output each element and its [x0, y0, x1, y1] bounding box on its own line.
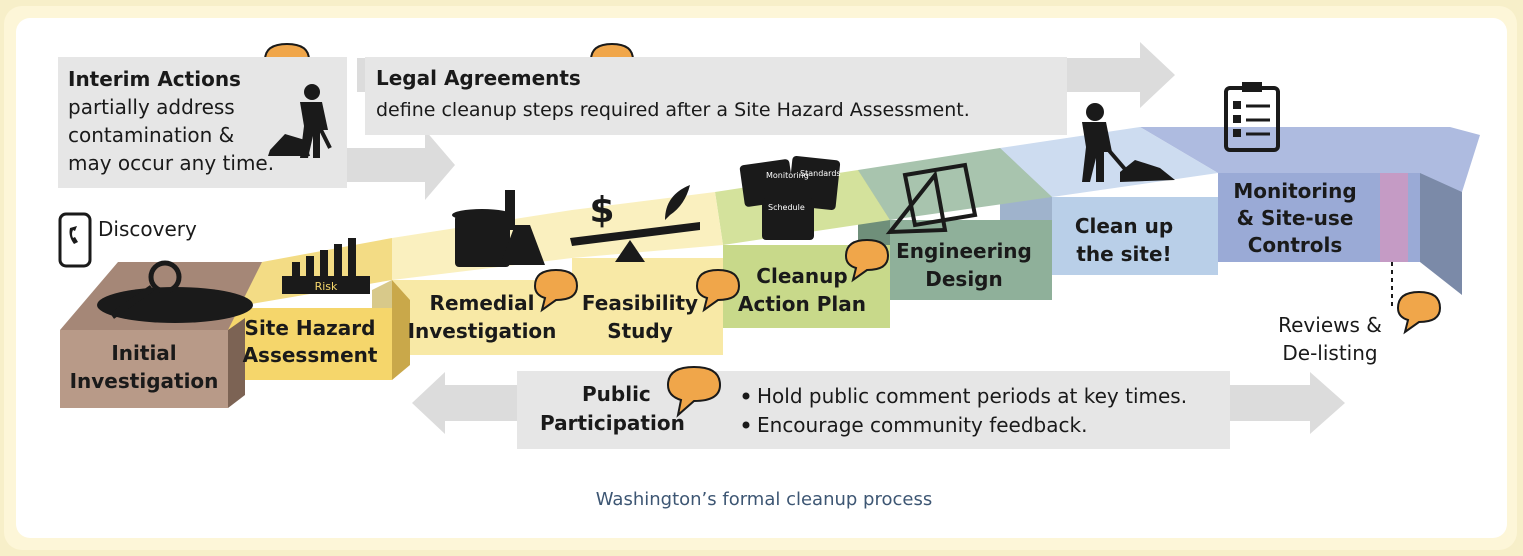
doc-label-schedule: Schedule — [768, 203, 805, 212]
engineering-label-2: Design — [925, 267, 1002, 291]
public-bullet-1: Hold public comment periods at key times… — [757, 384, 1187, 408]
monitoring-label-3: Controls — [1248, 233, 1343, 257]
step-engineering — [858, 148, 1052, 300]
doc-label-monitoring: Monitoring — [766, 171, 809, 180]
monitoring-label-2: & Site-use — [1237, 206, 1354, 230]
bullet-dot-2 — [742, 421, 750, 429]
reviews-label-2: De-listing — [1282, 341, 1377, 365]
phone-icon — [58, 212, 92, 268]
initial-label-2: Investigation — [70, 369, 219, 393]
interim-actions-box: Interim Actions partially address contam… — [58, 57, 347, 188]
reviews-speech-bubble-icon — [1396, 290, 1442, 335]
magnifier-icon — [97, 260, 253, 323]
cleanup-site-label-1: Clean up — [1075, 214, 1173, 238]
public-speech-bubble-icon — [666, 365, 722, 418]
legal-line: define cleanup steps required after a Si… — [376, 99, 970, 121]
remedial-label-2: Investigation — [408, 319, 557, 343]
feasibility-label-1: Feasibility — [582, 291, 698, 315]
monitoring-label-1: Monitoring — [1233, 179, 1356, 203]
balance-scale-icon: $ — [570, 185, 700, 262]
public-participation-box: Public Participation Hold public comment… — [517, 365, 1230, 449]
drafting-icon — [885, 162, 978, 235]
step-feasibility — [572, 192, 723, 355]
bullet-dot-1 — [742, 392, 750, 400]
risk-chart-icon: Risk — [282, 238, 370, 294]
remedial-speech-bubble-icon — [533, 268, 579, 313]
initial-label-1: Initial — [111, 341, 176, 365]
interim-title: Interim Actions — [68, 67, 241, 91]
public-bullet-2: Encourage community feedback. — [757, 413, 1087, 437]
documents-icon: Monitoring Standards Schedule — [739, 156, 841, 240]
interim-worker-icon — [268, 84, 332, 158]
interim-actions-arrow — [340, 130, 455, 200]
feasibility-label-2: Study — [607, 319, 673, 343]
discovery-label: Discovery — [98, 217, 197, 241]
site-hazard-label-1: Site Hazard — [245, 316, 376, 340]
reviews-label-1: Reviews & — [1278, 313, 1382, 337]
cleanup-site-label-2: the site! — [1076, 242, 1171, 266]
svg-text:$: $ — [589, 190, 614, 231]
doc-label-standards: Standards — [800, 169, 841, 178]
cleanup-plan-speech-bubble-icon — [844, 238, 890, 283]
site-hazard-label-2: Assessment — [243, 343, 378, 367]
interim-line-2: contamination & — [68, 123, 234, 147]
worker-shovel-icon — [1082, 103, 1175, 182]
discovery: Discovery — [58, 212, 197, 268]
engineering-label-1: Engineering — [896, 239, 1032, 263]
cleanup-plan-label-1: Cleanup — [756, 264, 847, 288]
legal-title: Legal Agreements — [376, 66, 581, 90]
interim-line-1: partially address — [68, 95, 235, 119]
remedial-label-1: Remedial — [430, 291, 535, 315]
public-title-1: Public — [582, 382, 651, 406]
cleanup-plan-label-2: Action Plan — [738, 292, 866, 316]
caption: Washington’s formal cleanup process — [596, 489, 932, 510]
step-monitoring — [1140, 127, 1480, 310]
risk-sign: Risk — [315, 280, 338, 293]
legal-agreements-box: Legal Agreements define cleanup steps re… — [365, 57, 1067, 135]
interim-line-3: may occur any time. — [68, 151, 274, 175]
public-title-2: Participation — [540, 411, 685, 435]
lab-flask-icon — [452, 190, 545, 267]
feasibility-speech-bubble-icon — [695, 268, 741, 313]
clipboard-icon — [1224, 82, 1280, 152]
